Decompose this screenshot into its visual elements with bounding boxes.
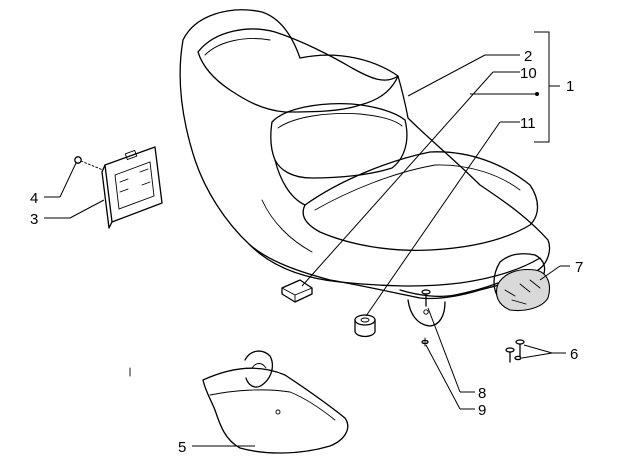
callout-9: 9 [478, 402, 486, 419]
part-9-washer [421, 337, 429, 347]
part-8-screw [421, 289, 431, 307]
seat-assembly [179, 9, 551, 327]
part-11-bumper [354, 314, 376, 338]
callout-labels: 1 2 10 11 4 3 5 7 6 8 9 [30, 48, 583, 456]
callout-2: 2 [524, 48, 532, 65]
callout-5: 5 [178, 439, 186, 456]
callout-10: 10 [520, 65, 537, 82]
callout-7: 7 [575, 259, 583, 276]
part-4-screw [74, 156, 104, 171]
callout-4: 4 [30, 190, 38, 207]
callout-6: 6 [570, 346, 578, 363]
callout-11: 11 [520, 115, 536, 132]
callout-1: 1 [566, 78, 574, 95]
part-5-tray [129, 350, 349, 454]
part-6-bolts [505, 339, 525, 363]
part-3-bracket [101, 146, 163, 229]
part-7-shaded-cover [495, 268, 551, 312]
callout-8: 8 [478, 385, 486, 402]
callout-3: 3 [30, 211, 38, 228]
part-10-rubber-block [281, 279, 313, 303]
leader-lines [44, 31, 570, 447]
